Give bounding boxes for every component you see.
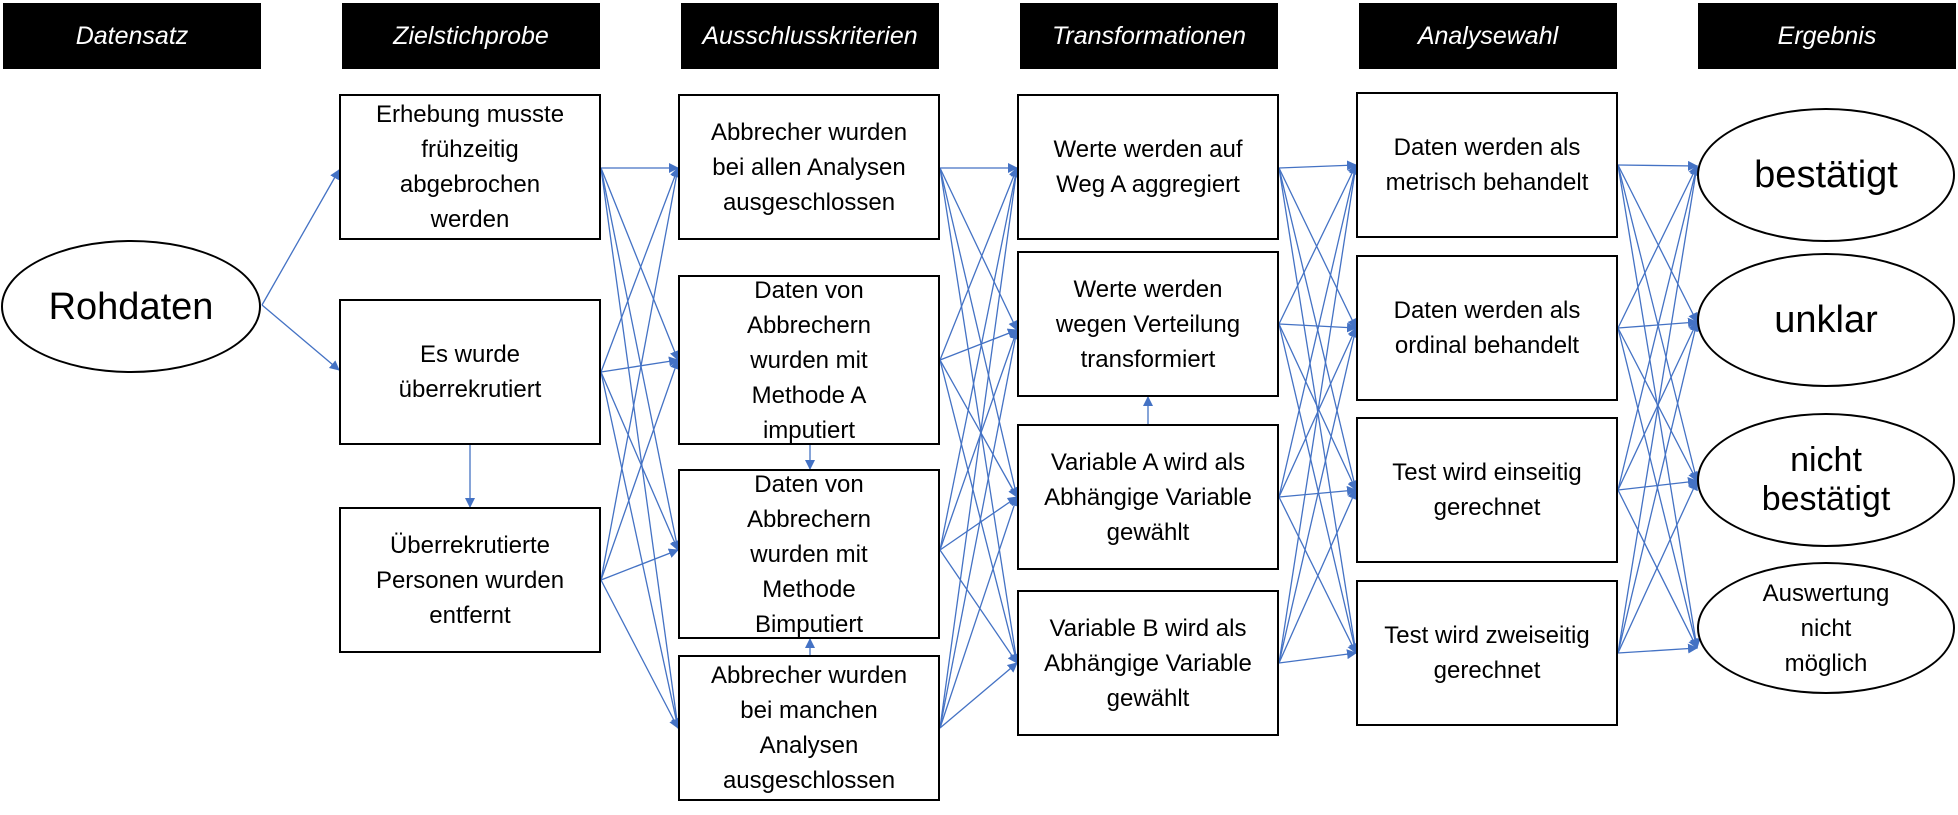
node-methode-a-label: Daten von Abbrechern wurden mit Methode …	[746, 276, 872, 444]
node-auswertung-nicht-moeglich-label: Auswertung nicht möglich	[1762, 579, 1890, 677]
edge-trans-0-ana-1	[1278, 167, 1357, 329]
edge-ziel-0-aus-1	[600, 167, 680, 361]
edge-trans-1-ana-2	[1278, 323, 1357, 491]
node-abbrecher-manche: Abbrecher wurden bei manchen Analysen au…	[678, 655, 940, 801]
edge-aus-2-trans-0	[939, 167, 1021, 551]
node-ordinal: Daten werden als ordinal behandelt	[1356, 255, 1618, 401]
node-bestaetigt-label: bestätigt	[1754, 154, 1898, 196]
node-methode-b: Daten von Abbrechern wurden mit Methode …	[678, 469, 940, 639]
edge-ziel-2-aus-3	[600, 579, 679, 729]
edge-trans-3-ana-1	[1278, 327, 1359, 664]
header-ausschlusskriterien: Ausschlusskriterien	[681, 3, 939, 69]
edge-ziel-2-aus-0	[600, 167, 682, 581]
edge-aus-0-trans-1	[939, 167, 1018, 331]
edge-ana-2-erg-3	[1617, 489, 1698, 649]
edge-ziel-0-aus-2	[600, 167, 682, 551]
header-zielstichprobe: Zielstichprobe	[342, 3, 600, 69]
edge-aus-3-trans-0	[939, 167, 1021, 729]
node-rohdaten: Rohdaten	[1, 240, 261, 373]
header-datensatz: Datensatz	[3, 3, 261, 69]
node-weg-a-label: Werte werden auf Weg A aggregiert	[1053, 136, 1243, 198]
edge-trans-1-ana-0	[1278, 164, 1357, 325]
node-metrisch-label: Daten werden als metrisch behandelt	[1385, 134, 1589, 196]
edge-aus-3-trans-1	[939, 329, 1021, 729]
edge-ana-3-erg-0	[1617, 165, 1701, 654]
edge-ana-3-erg-2	[1617, 480, 1698, 654]
node-variable-a: Variable A wird als Abhängige Variable g…	[1017, 424, 1279, 570]
node-unklar: unklar	[1697, 253, 1955, 387]
edge-ana-2-erg-0	[1617, 165, 1700, 491]
edge-trans-3-ana-2	[1278, 489, 1357, 664]
node-einseitig-label: Test wird einseitig gerechnet	[1392, 459, 1582, 521]
edge-aus-3-trans-3	[939, 662, 1018, 729]
header-ergebnis: Ergebnis	[1698, 3, 1956, 69]
edge-rohdaten-ueberrekrutiert	[261, 304, 340, 371]
node-methode-b-label: Daten von Abbrechern wurden mit Methode …	[746, 470, 872, 638]
edge-trans-3-ana-3	[1278, 649, 1357, 664]
node-metrisch: Daten werden als metrisch behandelt	[1356, 92, 1618, 238]
node-zweiseitig: Test wird zweiseitig gerechnet	[1356, 580, 1618, 726]
node-personen-entfernt-label: Überrekrutierte Personen wurden entfernt	[375, 531, 565, 629]
edge-trans-1-ana-3	[1278, 323, 1359, 654]
node-ueberrekrutiert: Es wurde überrekrutiert	[339, 299, 601, 445]
edge-ana-1-erg-0	[1617, 165, 1698, 329]
node-weg-a: Werte werden auf Weg A aggregiert	[1017, 94, 1279, 240]
edge-ana-0-erg-1	[1617, 164, 1698, 323]
edge-aus-3-trans-2	[939, 496, 1019, 729]
node-einseitig: Test wird einseitig gerechnet	[1356, 417, 1618, 563]
edge-ziel-2-aus-2	[600, 548, 679, 581]
node-nicht-bestaetigt-label: nicht bestätigt	[1761, 441, 1891, 518]
edge-aus-1-trans-3	[939, 359, 1020, 664]
node-erhebung-abgebrochen: Erhebung musste frühzeitig abgebrochen w…	[339, 94, 601, 240]
edge-aus-2-trans-1	[939, 329, 1019, 551]
node-rohdaten-label: Rohdaten	[48, 285, 214, 328]
edge-ziel-0-aus-3	[600, 167, 682, 729]
node-abbrecher-alle-label: Abbrecher wurden bei allen Analysen ausg…	[710, 118, 908, 216]
node-auswertung-nicht-moeglich: Auswertung nicht möglich	[1697, 562, 1955, 694]
edge-ziel-1-aus-0	[600, 167, 680, 373]
edge-aus-0-trans-3	[939, 167, 1021, 664]
edge-rohdaten-abgebrochen	[261, 169, 340, 306]
edge-trans-1-ana-1	[1278, 322, 1357, 333]
node-bestaetigt: bestätigt	[1697, 108, 1955, 242]
node-unklar-label: unklar	[1774, 299, 1878, 341]
node-erhebung-abgebrochen-label: Erhebung musste frühzeitig abgebrochen w…	[375, 101, 565, 233]
edge-aus-2-trans-3	[939, 549, 1018, 664]
node-ordinal-label: Daten werden als ordinal behandelt	[1393, 297, 1581, 359]
edge-ana-0-erg-2	[1617, 164, 1700, 482]
node-verteilung: Werte werden wegen Verteilung transformi…	[1017, 251, 1279, 397]
node-abbrecher-manche-label: Abbrecher wurden bei manchen Analysen au…	[710, 662, 908, 794]
edge-ziel-2-aus-1	[600, 359, 680, 581]
node-variable-b-label: Variable B wird als Abhängige Variable g…	[1044, 614, 1252, 712]
header-analysewahl: Analysewahl	[1359, 3, 1617, 69]
node-verteilung-label: Werte werden wegen Verteilung transformi…	[1055, 275, 1241, 373]
header-transformationen: Transformationen	[1020, 3, 1278, 69]
edge-ziel-1-aus-3	[600, 371, 681, 729]
edge-aus-0-trans-2	[939, 167, 1020, 498]
edge-trans-3-ana-0	[1278, 164, 1360, 664]
node-abbrecher-alle: Abbrecher wurden bei allen Analysen ausg…	[678, 94, 940, 240]
edge-ana-1-erg-1	[1617, 317, 1698, 329]
node-variable-a-label: Variable A wird als Abhängige Variable g…	[1044, 448, 1252, 546]
node-ueberrekrutiert-label: Es wurde überrekrutiert	[398, 341, 542, 403]
edge-aus-1-trans-0	[939, 167, 1019, 361]
edge-aus-1-trans-1	[939, 328, 1018, 361]
edge-aus-1-trans-2	[939, 359, 1018, 498]
edge-ana-3-erg-3	[1617, 643, 1698, 654]
node-methode-a: Daten von Abbrechern wurden mit Methode …	[678, 275, 940, 445]
edge-ziel-1-aus-1	[600, 356, 679, 373]
edge-trans-2-ana-0	[1278, 164, 1359, 498]
edge-ziel-1-aus-2	[600, 371, 680, 551]
edge-ana-0-erg-0	[1617, 160, 1698, 171]
edge-trans-0-ana-0	[1278, 160, 1357, 171]
node-variable-b: Variable B wird als Abhängige Variable g…	[1017, 590, 1279, 736]
node-nicht-bestaetigt: nicht bestätigt	[1697, 413, 1955, 547]
edge-ana-3-erg-1	[1617, 321, 1700, 654]
node-zweiseitig-label: Test wird zweiseitig gerechnet	[1384, 622, 1590, 684]
edge-aus-2-trans-2	[939, 496, 1018, 551]
node-personen-entfernt: Überrekrutierte Personen wurden entfernt	[339, 507, 601, 653]
